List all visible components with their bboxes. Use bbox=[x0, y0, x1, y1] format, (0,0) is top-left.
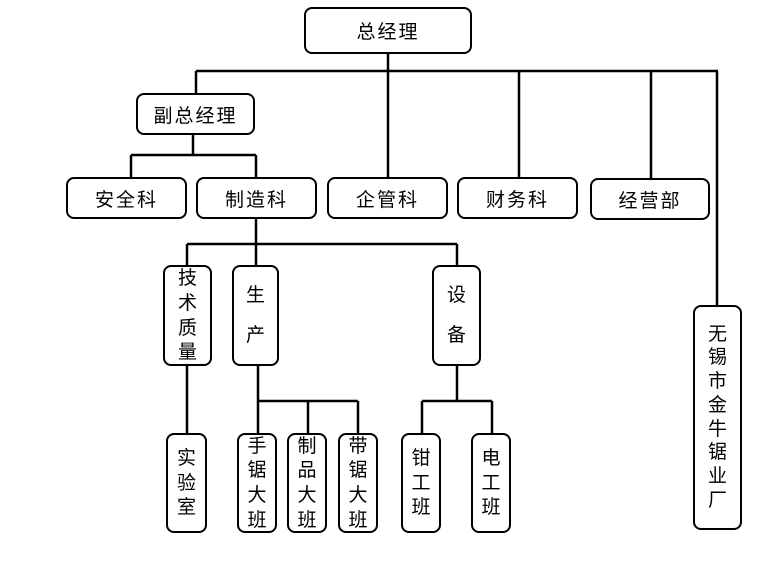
node-safety-dept: 安全科 bbox=[66, 177, 187, 219]
node-equipment: 设备 bbox=[432, 265, 481, 366]
node-hand-saw-team: 手锯大班 bbox=[237, 433, 277, 533]
node-char: 工 bbox=[481, 471, 501, 494]
node-char: 制 bbox=[297, 434, 317, 457]
node-char: 班 bbox=[348, 508, 368, 531]
node-lab: 实验室 bbox=[166, 433, 207, 533]
node-char: 锯 bbox=[348, 459, 368, 482]
node-char: 大 bbox=[247, 484, 267, 506]
node-manufacturing-dept: 制造科 bbox=[196, 177, 317, 219]
node-char: 生 bbox=[245, 283, 265, 306]
node-deputy-general-manager: 副总经理 bbox=[136, 93, 255, 135]
node-production: 生产 bbox=[232, 265, 279, 366]
node-char: 锯 bbox=[707, 441, 727, 464]
node-char: 工 bbox=[411, 471, 431, 494]
node-operations-dept: 经营部 bbox=[590, 178, 710, 220]
node-char: 班 bbox=[481, 496, 501, 519]
node-char: 金 bbox=[707, 393, 727, 416]
node-char: 量 bbox=[177, 341, 197, 364]
node-factory: 无锡市金牛锯业厂 bbox=[693, 305, 742, 530]
node-char: 班 bbox=[411, 496, 431, 519]
node-char: 大 bbox=[297, 484, 317, 506]
node-char: 锯 bbox=[247, 459, 267, 482]
node-general-manager: 总经理 bbox=[304, 7, 472, 54]
node-char: 业 bbox=[707, 465, 727, 487]
node-products-team: 制品大班 bbox=[287, 433, 327, 533]
node-enterprise-mgmt-dept: 企管科 bbox=[327, 177, 448, 219]
node-char: 带 bbox=[348, 434, 368, 457]
node-char: 实 bbox=[176, 446, 196, 469]
node-char: 备 bbox=[446, 324, 466, 347]
node-char: 班 bbox=[297, 508, 317, 531]
node-fitter-team: 钳工班 bbox=[401, 433, 441, 533]
node-char: 产 bbox=[245, 324, 265, 347]
node-char: 班 bbox=[247, 508, 267, 531]
node-char: 质 bbox=[177, 316, 197, 339]
node-electrician-team: 电工班 bbox=[471, 433, 511, 533]
node-char: 验 bbox=[176, 471, 196, 494]
node-char: 市 bbox=[707, 370, 727, 392]
node-char: 设 bbox=[446, 283, 466, 306]
node-char: 大 bbox=[348, 484, 368, 506]
node-band-saw-team: 带锯大班 bbox=[338, 433, 378, 533]
node-char: 品 bbox=[297, 459, 317, 482]
node-char: 锡 bbox=[707, 346, 727, 369]
node-char: 电 bbox=[481, 446, 501, 469]
node-char: 钳 bbox=[411, 446, 431, 469]
node-char: 技 bbox=[177, 267, 197, 290]
node-char: 无 bbox=[707, 322, 727, 345]
node-char: 室 bbox=[176, 496, 196, 519]
node-char: 厂 bbox=[707, 488, 727, 511]
node-char: 手 bbox=[247, 434, 267, 457]
node-finance-dept: 财务科 bbox=[457, 177, 578, 219]
node-tech-quality: 技术质量 bbox=[163, 265, 212, 366]
node-char: 牛 bbox=[707, 417, 727, 440]
node-char: 术 bbox=[177, 291, 197, 314]
